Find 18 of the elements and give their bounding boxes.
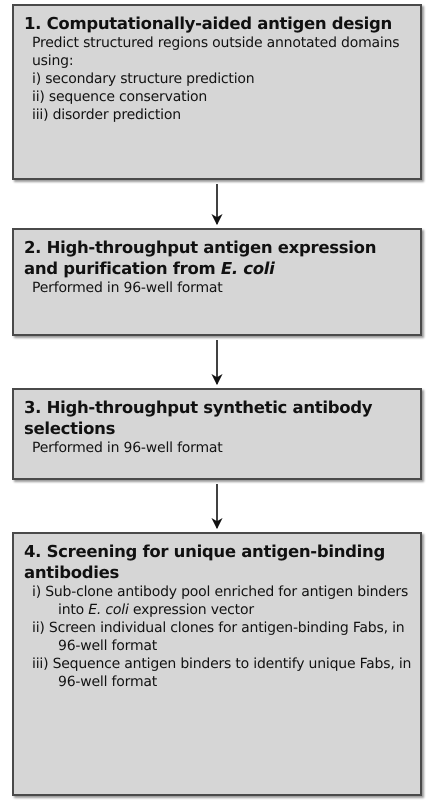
process-box xyxy=(12,532,422,796)
arrow xyxy=(211,484,223,530)
arrow xyxy=(211,340,223,386)
step-heading: 3. High-throughput synthetic antibody selections xyxy=(24,397,374,439)
list-item: iii) disorder prediction xyxy=(32,106,182,124)
process-box xyxy=(12,228,422,336)
step-heading: 2. High-throughput antigen expression and purification from E. coli xyxy=(24,237,378,279)
step-description: Performed in 96-well format xyxy=(32,439,224,457)
arrow xyxy=(211,184,223,226)
process-box xyxy=(12,388,422,480)
process-box xyxy=(12,4,422,180)
list-item: i) secondary structure prediction xyxy=(32,70,256,88)
list-item: ii) sequence conservation xyxy=(32,88,208,106)
list-item: iii) Sequence antigen binders to identify unique Fabs, in 96-well format xyxy=(32,655,412,691)
step-heading: 4. Screening for unique antigen-binding antibodies xyxy=(24,541,386,583)
step-description: Performed in 96-well format xyxy=(32,279,224,297)
step-description: Predict structured regions outside annotated domains using: xyxy=(32,34,400,70)
step-heading: 1. Computationally-aided antigen design xyxy=(24,13,393,34)
